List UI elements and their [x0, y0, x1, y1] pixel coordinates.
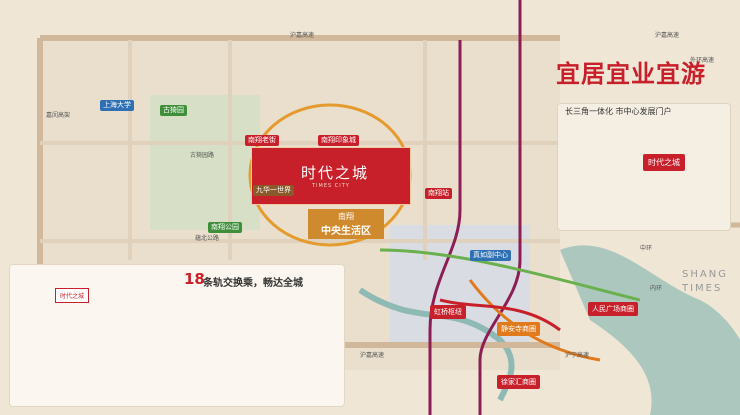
- tag-peoples-square[interactable]: 人民广场商圈: [588, 302, 638, 316]
- slogan-title: 宜居宜业宜游: [556, 59, 706, 88]
- metro-line-green: [379, 248, 641, 302]
- road-label-right-side: 内环: [650, 285, 663, 292]
- times-city-name: 时代之城: [301, 164, 370, 182]
- watermark-line1: SHANG: [682, 269, 728, 280]
- road-label-top: 沪嘉高速: [290, 32, 315, 39]
- times-city-subtitle: TIMES CITY: [312, 183, 350, 189]
- road-label-mid-right: 中环: [640, 245, 653, 252]
- tag-guyi-garden[interactable]: 古猗园: [160, 105, 187, 116]
- inset-card: 时代之城: [643, 154, 685, 171]
- road-label-bottom: 沪嘉高速: [360, 352, 385, 359]
- tag-shanghai-university[interactable]: 上海大学: [100, 100, 134, 111]
- nanxiang-zone-label: 南翔 中央生活区: [308, 209, 384, 239]
- watermark: SHANG TIMES: [682, 268, 728, 296]
- tag-nanxiang-mall[interactable]: 南翔印象城: [318, 135, 359, 146]
- tag-zhenru[interactable]: 真如副中心: [470, 250, 511, 261]
- inset-title: 长三角一体化 市中心发展门户: [565, 107, 672, 116]
- tag-nanxiang-park[interactable]: 南翔公园: [208, 222, 242, 233]
- tag-nanxiang-station[interactable]: 南翔站: [425, 188, 452, 199]
- metro-line-red: [439, 298, 561, 332]
- legend-logo: 时代之城: [55, 288, 90, 303]
- road-label-right-bottom: 沪宁高速: [565, 352, 590, 359]
- metro-legend-panel: [9, 264, 345, 407]
- road-label-top-right: 沪嘉高速: [655, 32, 680, 39]
- road-label-far-right: 外环高速: [690, 57, 715, 64]
- legend-text: 条轨交换乘，畅达全城: [203, 278, 303, 289]
- tag-nanxiang-old-street[interactable]: 南翔老街: [245, 135, 279, 146]
- legend-number: 18: [184, 270, 205, 288]
- road-label-left: 嘉闵高架: [46, 112, 71, 119]
- zone-line2: 中央生活区: [321, 226, 371, 237]
- zone-line1: 南翔: [338, 212, 354, 221]
- tag-xujiahui[interactable]: 徐家汇商圈: [497, 375, 540, 389]
- tag-jiuhua[interactable]: 九华一世界: [253, 185, 294, 196]
- road-label-mid: 古猗园路: [190, 152, 215, 159]
- tag-hongqiao-hub[interactable]: 虹桥枢纽: [430, 305, 466, 319]
- river: [560, 245, 740, 415]
- tag-jingan-temple[interactable]: 静安寺商圈: [497, 322, 540, 336]
- green-park-area: [150, 95, 260, 230]
- road-label-lower: 蕴北公路: [195, 235, 220, 242]
- watermark-line2: TIMES: [682, 283, 723, 294]
- metro-line-11: [428, 40, 462, 415]
